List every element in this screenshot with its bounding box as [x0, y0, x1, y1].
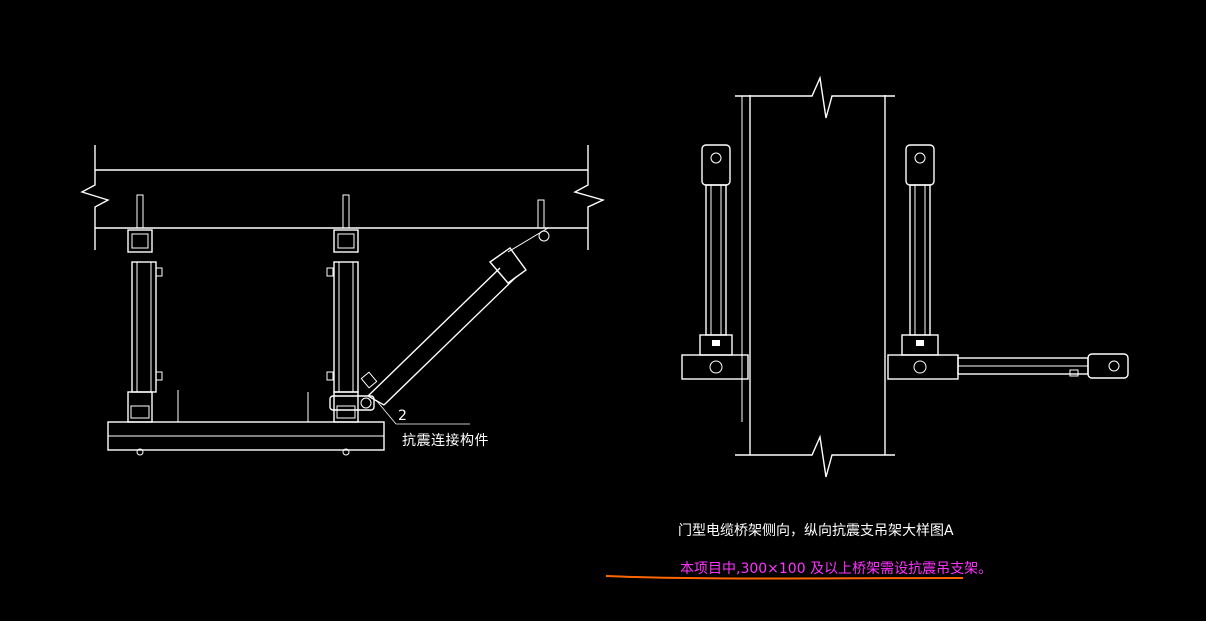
right-view-left-hanger: [681, 144, 749, 380]
callout-number: 2: [398, 408, 407, 424]
project-note: 本项目中,300×100 及以上桥架需设抗震吊支架。: [680, 561, 993, 577]
seismic-diagonal-brace: [329, 227, 550, 411]
left-elevation-view: [80, 145, 605, 456]
cable-tray-base: [107, 390, 385, 456]
horizontal-seismic-brace: [957, 353, 1129, 379]
note-underline: [605, 575, 964, 580]
right-section-view: [681, 75, 1129, 478]
right-view-right-hanger: [887, 144, 959, 380]
anchor-bolts: [136, 194, 545, 229]
middle-hanger-rod: [326, 229, 359, 423]
drawing-title: 门型电缆桥架侧向，纵向抗震支吊架大样图A: [678, 523, 954, 539]
ceiling-slab: [80, 145, 605, 250]
left-hanger-rod: [127, 229, 163, 423]
callout-label: 抗震连接构件: [402, 433, 489, 449]
callout-leader: [375, 399, 470, 425]
structural-column: [735, 75, 895, 478]
